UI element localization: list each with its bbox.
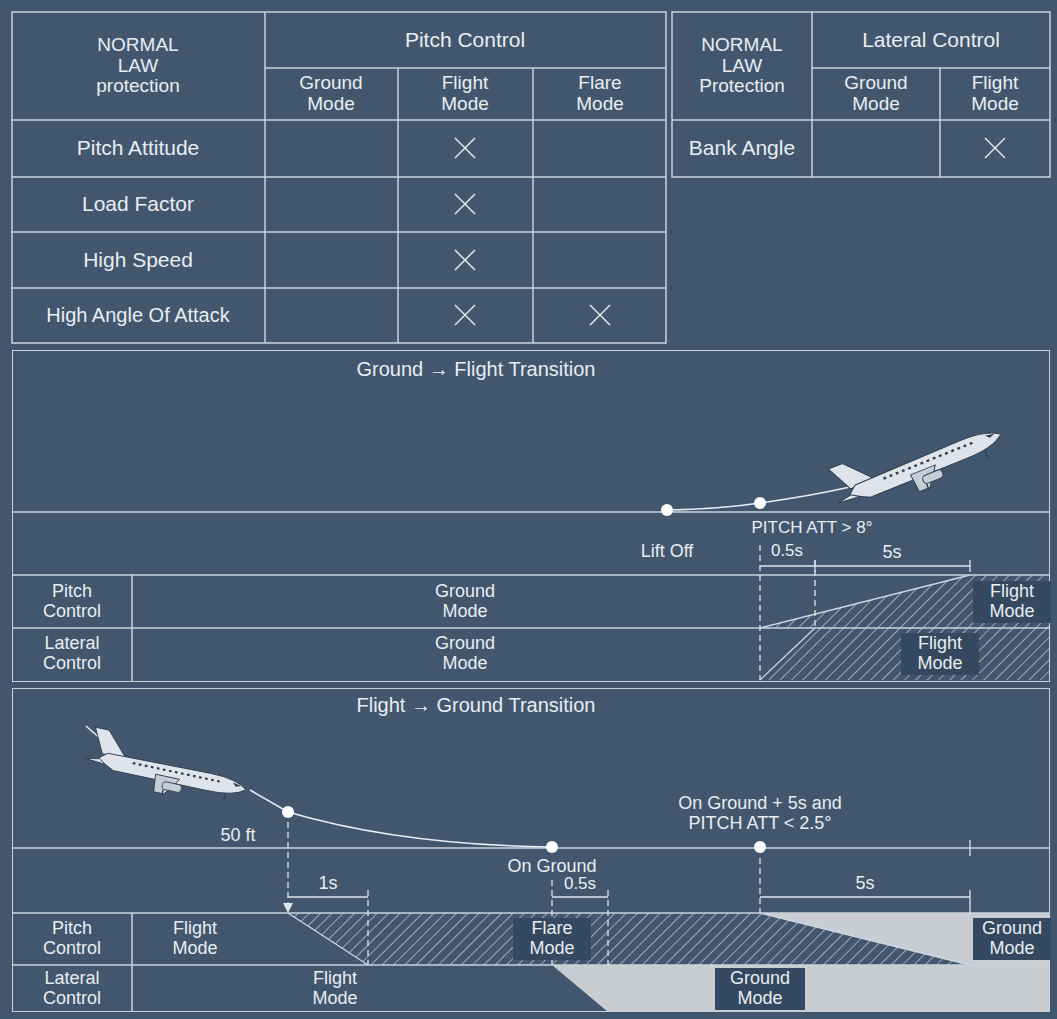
row-label: High Angle Of Attack [46,304,229,326]
column-header: Flight Mode [424,73,506,115]
mode-label: Flight Mode [160,919,230,959]
panel-title: Ground → Flight Transition [357,357,596,381]
cross-marks [455,138,1005,325]
table-header: Lateral Control [862,28,1000,51]
flight-path [667,487,850,510]
table-header: NORMAL LAW protection [82,35,194,98]
mode-label: Flight Mode [300,969,370,1009]
event-label: PITCH ATT > 8° [752,519,873,538]
mode-label: Ground Mode [973,918,1051,960]
transition-panel: Flight → Ground Transition [12,688,1050,1012]
landing-mode-bands [288,913,1050,1012]
event-dots [661,497,766,516]
column-header: Flare Mode [559,73,641,115]
pitch-table-grid [12,12,666,343]
lateral-table-grid [672,12,1050,177]
mode-label: Flare Mode [513,918,591,960]
row-label: Pitch Control [22,919,122,959]
arrow-head [283,903,293,913]
mode-label: Ground Mode [424,634,506,674]
approach-path [250,790,552,847]
landing-timing [288,822,970,965]
duration-label: 1s [318,874,337,894]
row-label: High Speed [83,248,193,271]
duration-label: 0.5s [771,542,803,561]
row-label: Lateral Control [22,969,122,1009]
takeoff-grid-lines [12,512,1050,682]
landing-grid-lines [12,840,1050,1012]
event-label: On Ground + 5s and PITCH ATT < 2.5° [660,794,860,834]
table-header: NORMAL LAW Protection [686,35,798,98]
row-label: Pitch Control [22,582,122,622]
event-label: Lift Off [641,542,694,562]
aircraft-landing [81,727,252,813]
table-header: Pitch Control [405,28,525,51]
row-label: Pitch Attitude [77,136,200,159]
row-label: Load Factor [82,192,194,215]
duration-label: 5s [882,543,901,563]
aircraft-climbing [825,404,1010,523]
transition-panel: Ground → Flight Transition [12,350,1050,682]
mode-label: Ground Mode [715,968,805,1010]
column-header: Flight Mode [954,73,1036,115]
mode-label: Flight Mode [973,581,1051,623]
mode-label: Ground Mode [424,582,506,622]
column-header: Ground Mode [835,73,917,115]
column-header: Ground Mode [290,73,372,115]
row-label: Lateral Control [22,634,122,674]
mode-label: Flight Mode [901,633,979,675]
duration-label: 0.5s [564,875,596,894]
panel-title: Flight → Ground Transition [357,693,596,717]
duration-label: 5s [855,874,874,894]
row-label: Bank Angle [689,136,795,159]
altitude-label: 50 ft [220,826,255,846]
